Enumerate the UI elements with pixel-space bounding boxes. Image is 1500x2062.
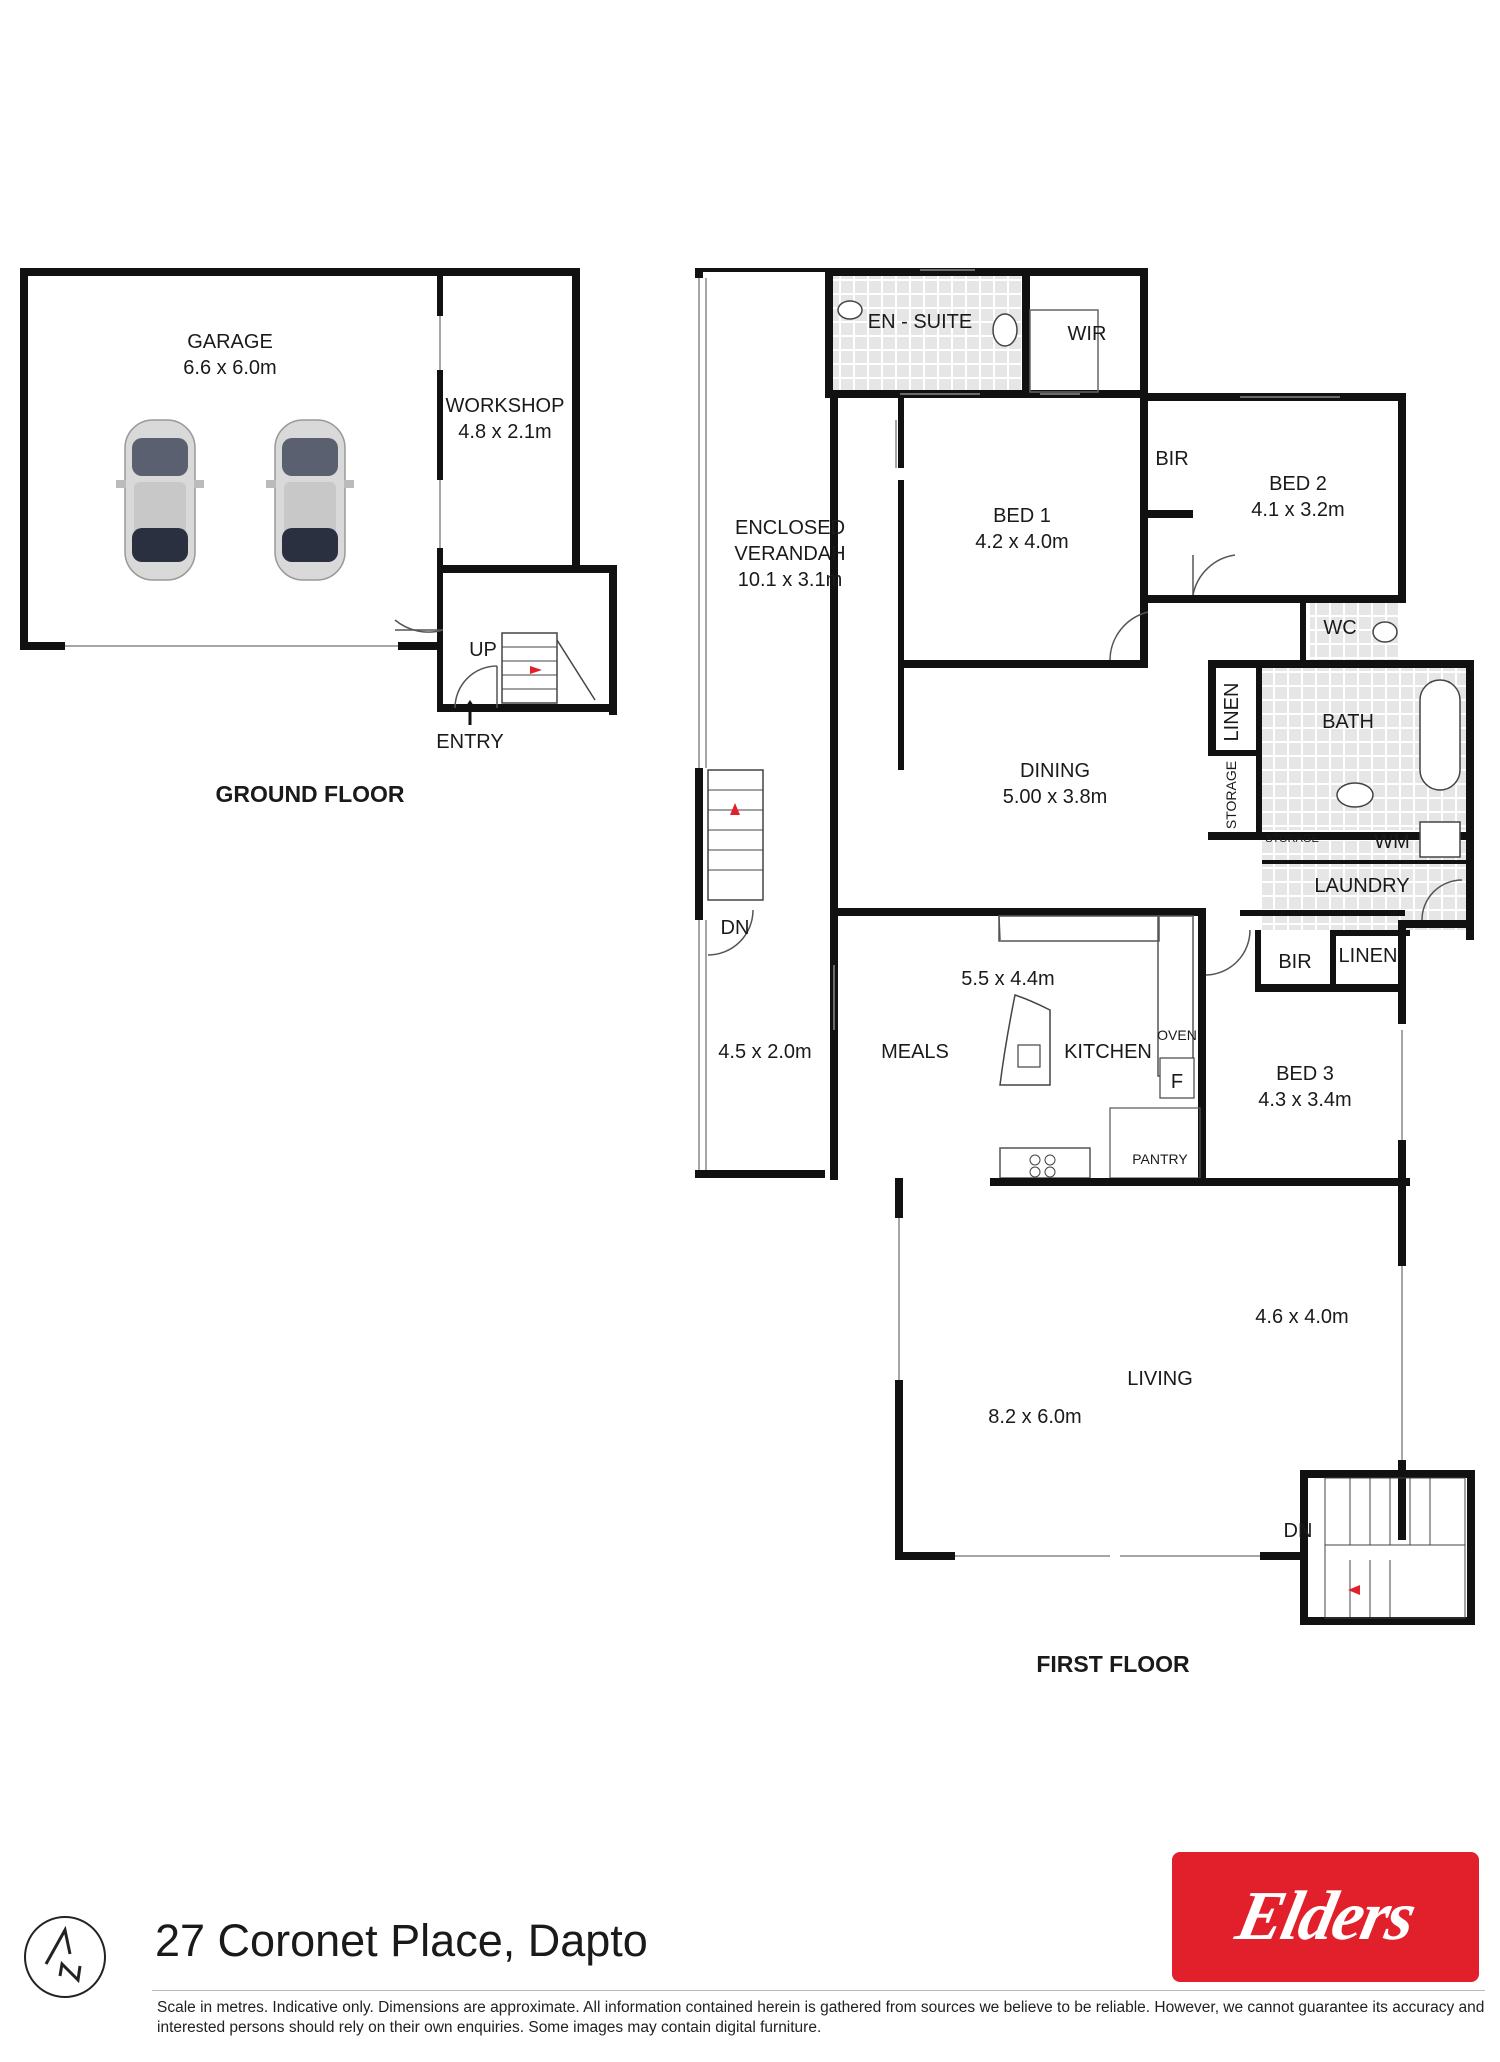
footer-divider: [152, 1990, 1485, 1991]
car-icon: [265, 419, 355, 581]
fridge-label: F: [1171, 1071, 1183, 1093]
wc-label: WC: [1323, 617, 1356, 639]
linen1-label: LINEN: [1221, 683, 1243, 742]
storage1-label: STORAGE: [1223, 761, 1239, 829]
verandah-label-2: VERANDAH: [734, 543, 845, 565]
property-address: 27 Coronet Place, Dapto: [155, 1915, 648, 1966]
elders-logo: Elders: [1172, 1852, 1479, 1982]
bed3-size: 4.3 x 3.4m: [1258, 1089, 1351, 1111]
first-floor-title: FIRST FLOOR: [1036, 1651, 1190, 1677]
living-label: LIVING: [1127, 1368, 1193, 1390]
verandah-label-1: ENCLOSED: [735, 517, 845, 539]
storage2-label: STORAGE: [1265, 833, 1319, 845]
wir-label: WIR: [1068, 323, 1107, 345]
dn2-label: DN: [1284, 1520, 1313, 1542]
workshop-label: WORKSHOP: [446, 395, 565, 417]
up-label: UP: [469, 639, 497, 661]
disclaimer-text: Scale in metres. Indicative only. Dimens…: [157, 1999, 1485, 2036]
first-floor: EN - SUITE WIR ENCLOSED VERANDAH 10.1 x …: [695, 268, 1475, 1677]
entry-arrow-icon: [462, 700, 478, 725]
bed2-size: 4.1 x 3.2m: [1251, 499, 1344, 521]
bed3-label: BED 3: [1276, 1063, 1334, 1085]
ground-floor: GARAGE 6.6 x 6.0m WORKSHOP 4.8 x 2.1m UP…: [20, 268, 617, 807]
living-size-2: 4.6 x 4.0m: [1255, 1306, 1348, 1328]
bed2-label: BED 2: [1269, 473, 1327, 495]
logo-text: Elders: [1230, 1878, 1422, 1955]
linen2-label: LINEN: [1339, 945, 1398, 967]
dining-size: 5.00 x 3.8m: [1003, 786, 1108, 808]
bir2-label: BIR: [1278, 951, 1311, 973]
dn1-label: DN: [721, 917, 750, 939]
bed1-size: 4.2 x 4.0m: [975, 531, 1068, 553]
entry-label: ENTRY: [436, 731, 503, 753]
garage-size: 6.6 x 6.0m: [183, 357, 276, 379]
garage-label: GARAGE: [187, 331, 273, 353]
pantry-label: PANTRY: [1132, 1151, 1188, 1167]
car-icon: [115, 419, 205, 581]
laundry-label: LAUNDRY: [1314, 875, 1409, 897]
bir1-label: BIR: [1155, 448, 1188, 470]
ground-floor-title: GROUND FLOOR: [215, 781, 404, 807]
bed1-label: BED 1: [993, 505, 1051, 527]
dining-label: DINING: [1020, 760, 1090, 782]
workshop-size: 4.8 x 2.1m: [458, 421, 551, 443]
kitchen-label: KITCHEN: [1064, 1041, 1152, 1063]
oven-label: OVEN: [1157, 1027, 1197, 1043]
living-size: 8.2 x 6.0m: [988, 1406, 1081, 1428]
ensuite-label: EN - SUITE: [868, 311, 972, 333]
wm-label: WM: [1374, 831, 1410, 853]
bath-label: BATH: [1322, 711, 1374, 733]
deck-size: 4.5 x 2.0m: [718, 1041, 811, 1063]
kitchen-size: 5.5 x 4.4m: [961, 968, 1054, 990]
compass-north-icon: [22, 1914, 108, 2000]
meals-label: MEALS: [881, 1041, 949, 1063]
verandah-size: 10.1 x 3.1m: [738, 569, 843, 591]
